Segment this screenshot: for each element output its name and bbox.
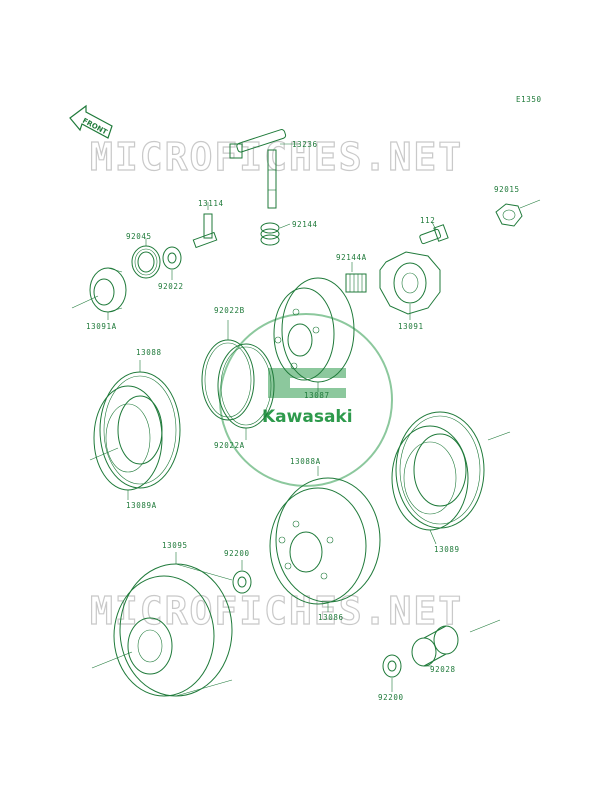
label-92200-upper: 92200	[224, 549, 250, 558]
part-13086-plate-icon	[269, 477, 381, 605]
part-13087-clutch-hub-icon	[273, 277, 355, 383]
kawasaki-logo: Kawasaki	[219, 313, 393, 487]
part-92015-nut-icon	[495, 203, 523, 227]
front-arrow-label: FRONT	[81, 117, 109, 137]
label-13089: 13089	[434, 545, 460, 554]
label-13091a: 13091A	[86, 322, 117, 331]
part-92022-washer-icon	[162, 246, 182, 270]
label-92022b: 92022B	[214, 306, 245, 315]
front-arrow-icon: FRONT	[69, 104, 113, 139]
label-13087: 13087	[304, 391, 330, 400]
label-13095: 13095	[162, 541, 188, 550]
part-92144-spring-icon	[260, 222, 280, 246]
kawasaki-logo-text: Kawasaki	[262, 407, 353, 427]
label-13091: 13091	[398, 322, 424, 331]
leader-lines	[71, 143, 541, 692]
part-92022b-ring-icon	[201, 339, 255, 421]
label-13086: 13086	[318, 613, 344, 622]
watermark-bottom: MICROFICHES.NET	[90, 589, 463, 633]
label-92200-lower: 92200	[378, 693, 404, 702]
part-92144a-springs-icon	[345, 273, 367, 293]
part-92200-upper-washer-icon	[232, 570, 252, 594]
part-13091a-cap-icon	[89, 267, 127, 313]
part-13236-release-lever-icon	[229, 129, 287, 209]
label-13088: 13088	[136, 348, 162, 357]
label-13088a: 13088A	[290, 457, 321, 466]
part-13088-friction-plate-icon	[99, 371, 181, 489]
label-92015: 92015	[494, 185, 520, 194]
label-92045: 92045	[126, 232, 152, 241]
diagram-code: E1350	[516, 95, 542, 104]
part-13089-steel-plate-icon	[391, 425, 469, 531]
part-92200-lower-washer-icon	[382, 654, 402, 678]
part-112-bolt-icon	[419, 224, 449, 245]
label-13114: 13114	[198, 199, 224, 208]
label-92028: 92028	[430, 665, 456, 674]
part-92045-bearing-icon	[131, 245, 161, 279]
part-13114-pushrod-icon	[192, 213, 218, 249]
part-13091-pressure-plate-icon	[379, 251, 441, 315]
watermark-top: MICROFICHES.NET	[90, 135, 463, 179]
label-92022a: 92022A	[214, 441, 245, 450]
label-112: 112	[420, 216, 435, 225]
label-92144: 92144	[292, 220, 318, 229]
label-13089a: 13089A	[126, 501, 157, 510]
part-13095-clutch-housing-icon	[113, 563, 233, 697]
label-92144a: 92144A	[336, 253, 367, 262]
label-92022: 92022	[158, 282, 184, 291]
part-13088a-friction-plate-icon	[395, 411, 485, 529]
label-13236: 13236	[292, 140, 318, 149]
